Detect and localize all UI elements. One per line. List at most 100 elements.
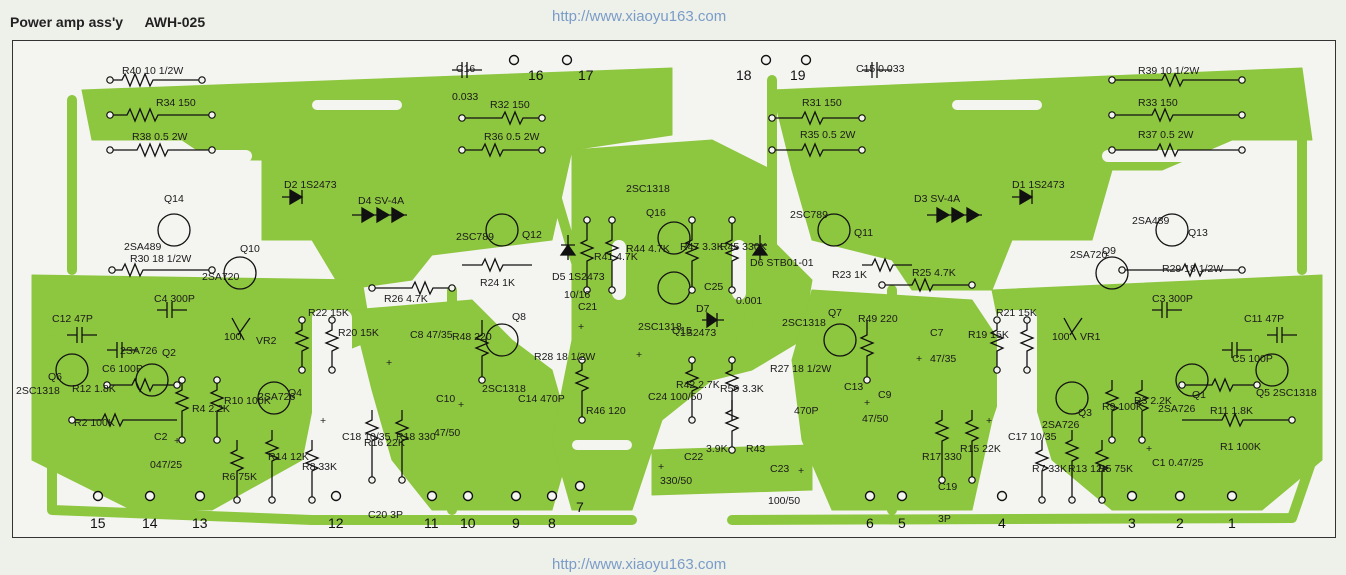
label-r31: R31 150 [802,97,842,109]
board-name: Power amp ass'y [10,14,124,30]
label-q14-type: 2SA489 [124,241,162,253]
terminal-19: 19 [790,67,806,83]
terminal-13: 13 [192,515,208,531]
polarity-mark-c7: + [916,353,922,365]
label-r2: R2 100K [74,417,115,429]
label-q2-type: 2SA726 [120,345,158,357]
label-q4: Q4 [288,387,302,399]
label-r42: R42 2.7K [676,379,720,391]
terminal-6: 6 [866,515,874,531]
label-c13-value: 470P [794,405,819,417]
label-d7: D7 [696,303,710,315]
label-r6: R6 75K [222,471,257,483]
label-d6: D6 STB01-01 [750,257,814,269]
label-c8: C8 47/35 [410,329,453,341]
label-q1: Q1 [1192,389,1206,401]
label-c9-value: 47/50 [862,413,888,425]
page-title: Power amp ass'y AWH-025 [10,14,223,30]
label-c22: C22 [684,451,703,463]
label-q11: Q11 [854,227,873,239]
label-d2: D2 1S2473 [284,179,337,191]
label-d7-type: 1S2473 [680,327,716,339]
label-r49: R49 220 [858,313,898,325]
polarity-mark-c22: + [658,461,664,473]
terminal-10: 10 [460,515,476,531]
label-q12-type: 2SC789 [456,231,494,243]
label-q7-type: 2SC1318 [782,317,826,329]
label-c14: C14 470P [518,393,565,405]
label-c21-value: 10/16 [564,289,590,301]
label-r17: R17 330 [922,451,962,463]
label-q10: Q10 [240,243,260,255]
label-r21: R21 15K [996,307,1037,319]
label-c16-value: 0.033 [452,91,478,103]
label-q11-type: 2SC789 [790,209,828,221]
label-c11: C11 47P [1244,313,1284,325]
label-q6: Q6 [48,371,62,383]
terminal-4: 4 [998,515,1006,531]
label-c22-value: 330/50 [660,475,692,487]
label-c2-value: 047/25 [150,459,182,471]
terminal-17: 17 [578,67,594,83]
label-r37: R37 0.5 2W [1138,129,1194,141]
label-vr1-value: 100 [1052,331,1070,343]
label-r19: R19 15K [968,329,1009,341]
label-r34: R34 150 [156,97,196,109]
label-q13: Q13 [1188,227,1208,239]
label-q15-type: 2SC1318 [638,321,682,333]
terminal-2: 2 [1176,515,1184,531]
label-r28: R28 18 1/2W [534,351,595,363]
label-r50: R50 3.3K [720,383,764,395]
label-q12: Q12 [522,229,542,241]
label-vr2: VR2 [256,335,277,347]
copper-layer [31,67,1323,525]
label-c20: C20 3P [368,509,403,521]
polarity-mark-c21: + [578,321,584,333]
label-r4: R4 2.2K [192,403,230,415]
label-r25: R25 4.7K [912,267,956,279]
label-c16: C16 [456,63,475,75]
label-r22: R22 15K [308,307,349,319]
label-r30: R30 18 1/2W [130,253,191,265]
label-q10-type: 2SA720 [202,271,240,283]
label-c5: C5 100P [1232,353,1273,365]
label-r38: R38 0.5 2W [132,131,188,143]
label-r44: R44 4.7K [626,243,670,255]
label-r35: R35 0.5 2W [800,129,856,141]
label-q5: Q5 2SC1318 [1256,387,1317,399]
label-c3: C3 300P [1152,293,1193,305]
label-c19: C19 [938,481,957,493]
terminal-16: 16 [528,67,544,83]
label-d1: D1 1S2473 [1012,179,1065,191]
label-r39: R39 10 1/2W [1138,65,1199,77]
label-c1: C1 0.47/25 [1152,457,1204,469]
terminal-5: 5 [898,515,906,531]
label-c10-value: 47/50 [434,427,460,439]
terminal-18: 18 [736,67,752,83]
label-r1: R1 100K [1220,441,1261,453]
label-q14: Q14 [164,193,184,205]
label-r11: R11 1.8K [1210,405,1253,417]
label-q9: Q9 [1102,245,1116,257]
component-symbols [55,62,1297,500]
label-c2: C2 [154,431,168,443]
label-r3: R3 2.2K [1134,395,1172,407]
watermark-top: http://www.xiaoyu163.com [552,8,727,25]
label-c25: C25 [704,281,723,293]
label-r12: R12 1.8K [72,383,116,395]
component-labels: R40 10 1/2W C16 0.033 R34 150 R38 0.5 2W… [16,63,1317,525]
label-q15: Q15 [672,325,692,337]
label-c13: C13 [844,381,863,393]
label-c12: C12 47P [52,313,93,325]
label-q7: Q7 [828,307,842,319]
label-c7-value: 47/35 [930,353,956,365]
label-r45: R45 330K [720,241,767,253]
watermark-bottom: http://www.xiaoyu163.com [552,556,727,573]
label-r14: R14 12K [268,451,309,463]
polarity-mark-c18: + [320,415,326,427]
polarity-mark-c17: + [986,415,992,427]
label-r8: R8 33K [302,461,337,473]
label-q8-type: 2SC1318 [482,383,526,395]
label-c24: C24 100/50 [648,391,702,403]
label-r13: R13 12K [1068,463,1109,475]
